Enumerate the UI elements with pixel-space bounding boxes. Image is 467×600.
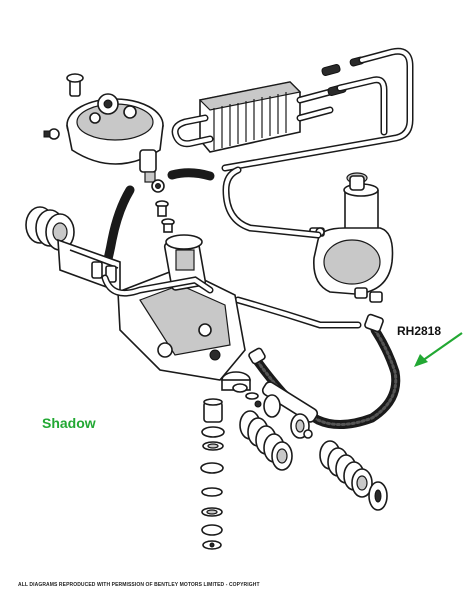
spool-shaft	[261, 381, 319, 439]
valve-head-assembly	[43, 73, 165, 193]
pump-reservoir	[309, 172, 394, 303]
oil-cooler	[171, 81, 334, 153]
seal-stack-left	[200, 398, 225, 550]
part-number-label: RH2818	[397, 324, 442, 338]
link-hose	[167, 168, 215, 181]
model-label: Shadow	[42, 415, 96, 431]
cooler-return-pipe	[221, 47, 414, 172]
copyright-footer: ALL DIAGRAMS REPRODUCED WITH PERMISSION …	[18, 582, 260, 588]
fittings-stack	[155, 200, 175, 233]
pointer-arrow	[414, 332, 463, 367]
steering-rack	[25, 206, 251, 391]
rack-end-fittings	[232, 383, 262, 408]
spring-stack-middle	[239, 410, 293, 471]
spring-stack-right	[319, 440, 388, 511]
